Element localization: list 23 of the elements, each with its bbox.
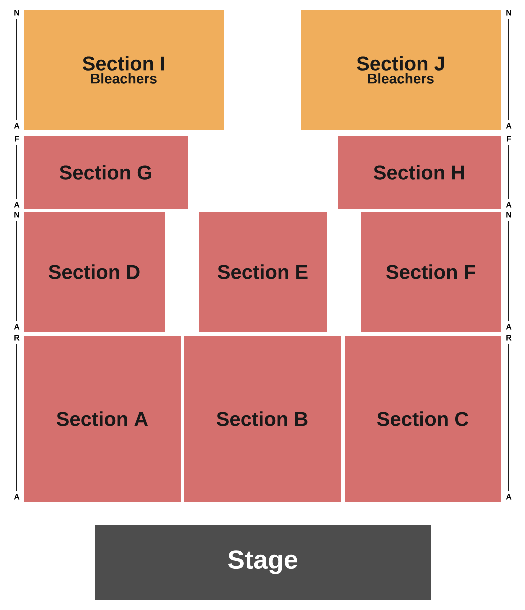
section-block: Section C bbox=[345, 336, 501, 502]
row-letter: N bbox=[506, 212, 512, 218]
row-letter: R bbox=[14, 335, 20, 341]
row-letter: A bbox=[506, 123, 512, 129]
row-letter: A bbox=[14, 324, 20, 330]
section-block: Section A bbox=[24, 336, 181, 502]
row-letter: A bbox=[14, 202, 20, 208]
row-letter: N bbox=[14, 212, 20, 218]
section-block: Section J Bleachers bbox=[301, 10, 501, 130]
row-letter: A bbox=[14, 123, 20, 129]
section-block: Section E bbox=[199, 212, 327, 332]
row-letter: F bbox=[507, 136, 512, 142]
section-block: Section I Bleachers bbox=[24, 10, 224, 130]
row-letter: R bbox=[506, 335, 512, 341]
stage-block: Stage bbox=[95, 525, 431, 600]
section-block: Section H bbox=[338, 136, 501, 209]
row-letter: F bbox=[15, 136, 20, 142]
row-letter: A bbox=[506, 202, 512, 208]
row-letter: A bbox=[506, 324, 512, 330]
section-block: Section D bbox=[24, 212, 165, 332]
section-block: Section F bbox=[361, 212, 501, 332]
section-block: Section G bbox=[24, 136, 188, 209]
section-block: Section B bbox=[184, 336, 341, 502]
